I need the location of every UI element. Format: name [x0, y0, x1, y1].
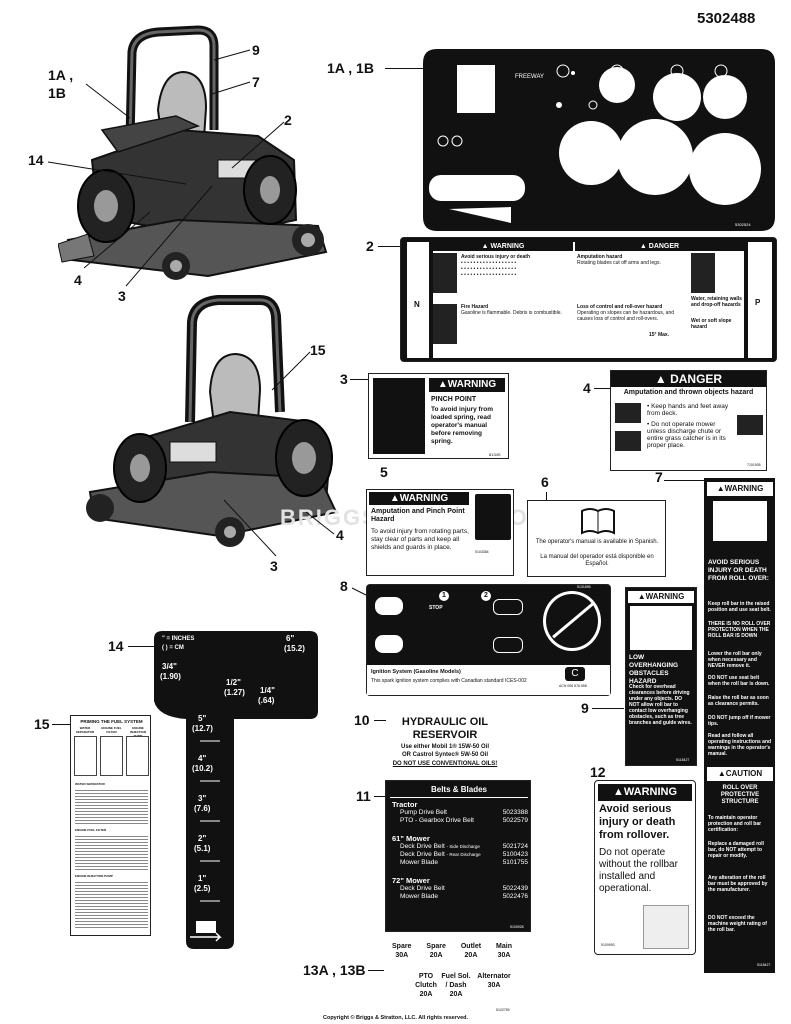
- callout-8: 8: [340, 578, 348, 594]
- mower-illustration-top: [58, 25, 328, 280]
- gauge-mark: (15.2): [284, 644, 305, 653]
- gauge-legend-2: ( ) = CM: [162, 645, 184, 651]
- leader-15: [52, 724, 72, 725]
- decal-8-ignition: 1 STOP 2 5131895 Ignition System (Gasoli…: [366, 584, 611, 696]
- callout-15: 15: [34, 716, 50, 732]
- leader-8-line: [351, 587, 369, 597]
- gauge-mark: (1.27): [224, 688, 245, 697]
- gauge-mark: (5.1): [194, 844, 211, 853]
- callout-3-machine-2: 3: [270, 558, 278, 574]
- decal-6-manual: The operator's manual is available in Sp…: [527, 500, 666, 577]
- gauge-mark: 1": [198, 874, 206, 883]
- decal-12-rollover-warning: ▲WARNING Avoid serious injury or death f…: [594, 780, 696, 955]
- leader-6: [546, 492, 547, 504]
- callout-3: 3: [340, 371, 348, 387]
- callout-7: 7: [655, 469, 663, 485]
- callout-1a1b: 1A , 1B: [327, 60, 374, 76]
- leader-13: [368, 970, 386, 971]
- decal-10-hydraulic: HYDRAULIC OIL RESERVOIR Use either Mobil…: [386, 714, 504, 772]
- book-icon: [581, 508, 615, 535]
- document-number: 5302488: [697, 10, 756, 27]
- callout-2-machine: 2: [284, 112, 292, 128]
- callout-11: 11: [356, 788, 371, 804]
- gauge-mark: 4": [198, 754, 206, 763]
- callout-4-machine-2: 4: [336, 527, 344, 543]
- callout-7-machine: 7: [252, 74, 260, 90]
- decal-5-amputation: ▲WARNING Amputation and Pinch Point Haza…: [366, 489, 514, 576]
- callout-4-machine: 4: [74, 272, 82, 288]
- gauge-mark: (10.2): [192, 764, 213, 773]
- leader-3: [350, 379, 368, 380]
- decal-1-freeway-label: FREEWAY: [515, 74, 544, 80]
- gauge-mark: (7.6): [194, 804, 211, 813]
- callout-9: 9: [581, 700, 589, 716]
- callout-4: 4: [583, 380, 591, 396]
- callout-14: 14: [108, 638, 124, 654]
- callout-2: 2: [366, 238, 374, 254]
- gauge-legend-1: " = INCHES: [162, 636, 194, 642]
- gauge-mark: 6": [286, 634, 294, 643]
- leader-9: [592, 708, 624, 709]
- callout-3-machine: 3: [118, 288, 126, 304]
- gauge-mark: 3/4": [162, 662, 177, 671]
- gauge-mark: (2.5): [194, 884, 211, 893]
- gauge-mark: 3": [198, 794, 206, 803]
- decal-14-height-gauge: " = INCHES ( ) = CM 6" (15.2) 3/4" (1.90…: [154, 631, 318, 949]
- decal-15-priming: PRIMING THE FUEL SYSTEM WATER SEPARATOR …: [70, 715, 151, 936]
- callout-5: 5: [380, 464, 388, 480]
- leader-14: [128, 646, 154, 647]
- callout-1a1b-machine: 1A , 1B: [48, 67, 74, 101]
- mower-illustration-bottom: [86, 295, 338, 547]
- callout-14-machine: 14: [28, 152, 44, 168]
- leader-10: [374, 720, 386, 721]
- leader-11: [374, 796, 386, 797]
- callout-12: 12: [590, 764, 606, 780]
- gauge-mark: 1/4": [260, 686, 275, 695]
- callout-6: 6: [541, 474, 549, 490]
- gauge-mark: 2": [198, 834, 206, 843]
- leader-4: [594, 388, 610, 389]
- callout-9-machine: 9: [252, 42, 260, 58]
- decal-1-control-panel: FREEWAY 5302524: [423, 49, 775, 231]
- callout-15-machine: 15: [310, 342, 326, 358]
- decal-2-safety-panel: N P ▲ WARNING ▲ DANGER Avoid serious inj…: [400, 237, 777, 362]
- gauge-mark: (12.7): [192, 724, 213, 733]
- gauge-mark: (.64): [258, 696, 275, 705]
- decal-9-overhang: ▲WARNING LOW OVERHANGING OBSTACLES HAZAR…: [625, 587, 697, 766]
- leader-2: [378, 246, 400, 247]
- decal-3-pinch-point: ▲WARNING PINCH POINT To avoid injury fro…: [368, 373, 509, 459]
- gauge-mark: 5": [198, 714, 206, 723]
- copyright: Copyright © Briggs & Stratton, LLC. All …: [322, 1015, 469, 1021]
- decal-4-danger: ▲ DANGER Amputation and thrown objects h…: [610, 370, 767, 471]
- leader-7: [664, 480, 704, 481]
- callout-10: 10: [354, 712, 370, 728]
- gauge-mark: (1.90): [160, 672, 181, 681]
- callout-13: 13A , 13B: [303, 962, 366, 978]
- svg-text:5302524: 5302524: [735, 222, 751, 227]
- decal-7-rollover: ▲WARNING AVOID SERIOUS INJURY OR DEATH F…: [704, 478, 775, 973]
- leader-1a1b: [385, 68, 423, 69]
- gauge-mark: 1/2": [226, 678, 241, 687]
